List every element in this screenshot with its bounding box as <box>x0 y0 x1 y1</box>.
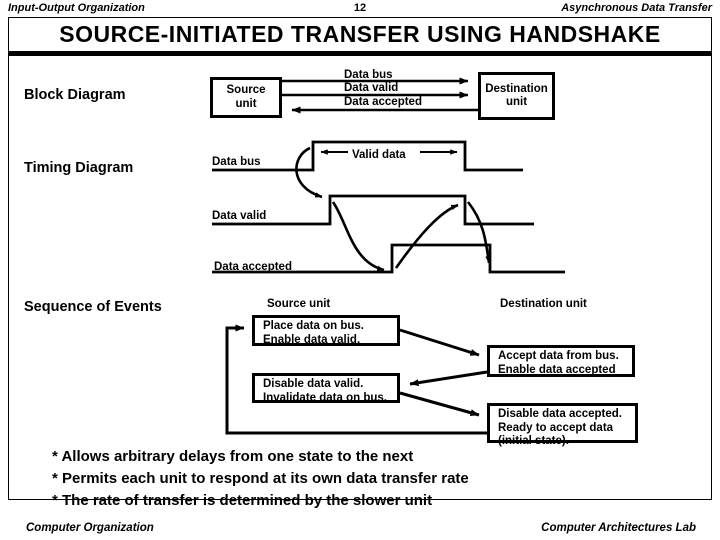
footer-left-text: Computer Organization <box>26 522 154 534</box>
footer-right-text: Computer Architectures Lab <box>541 522 696 534</box>
block-source-unit-label: Source unit <box>226 84 266 110</box>
header-right-text: Asynchronous Data Transfer <box>561 2 712 14</box>
section-label-timing-diagram: Timing Diagram <box>24 160 134 176</box>
sequence-step-1: Place data on bus. Enable data valid. <box>252 315 400 346</box>
timing-annotation-valid-data: Valid data <box>352 149 406 161</box>
block-source-unit: Source unit <box>210 77 282 118</box>
title-bar: SOURCE-INITIATED TRANSFER USING HANDSHAK… <box>8 18 712 56</box>
block-signal-label-data-valid: Data valid <box>344 82 399 94</box>
sequence-step-2: Accept data from bus. Enable data accept… <box>487 345 635 377</box>
sequence-column-header-destination: Destination unit <box>500 298 587 310</box>
section-label-sequence-of-events: Sequence of Events <box>24 299 162 315</box>
timing-label-data-bus: Data bus <box>212 156 261 168</box>
header-left-text: Input-Output Organization <box>8 2 145 14</box>
sequence-step-3: Disable data valid. Invalidate data on b… <box>252 373 400 404</box>
bullet-list: * Allows arbitrary delays from one state… <box>52 448 469 509</box>
block-signal-label-data-accepted: Data accepted <box>344 96 422 108</box>
sequence-step-4: Disable data accepted. Ready to accept d… <box>487 403 638 447</box>
sequence-column-header-source: Source unit <box>267 298 331 310</box>
block-destination-unit-label: Destination unit <box>485 82 548 108</box>
block-destination-unit: Destination unit <box>478 72 555 120</box>
timing-label-data-valid: Data valid <box>212 210 267 222</box>
section-label-block-diagram: Block Diagram <box>24 87 126 103</box>
content-frame <box>8 17 712 500</box>
page-title: SOURCE-INITIATED TRANSFER USING HANDSHAK… <box>59 21 661 47</box>
timing-label-data-accepted: Data accepted <box>214 261 292 273</box>
page-number: 12 <box>353 2 367 14</box>
block-signal-label-data-bus: Data bus <box>344 69 393 81</box>
